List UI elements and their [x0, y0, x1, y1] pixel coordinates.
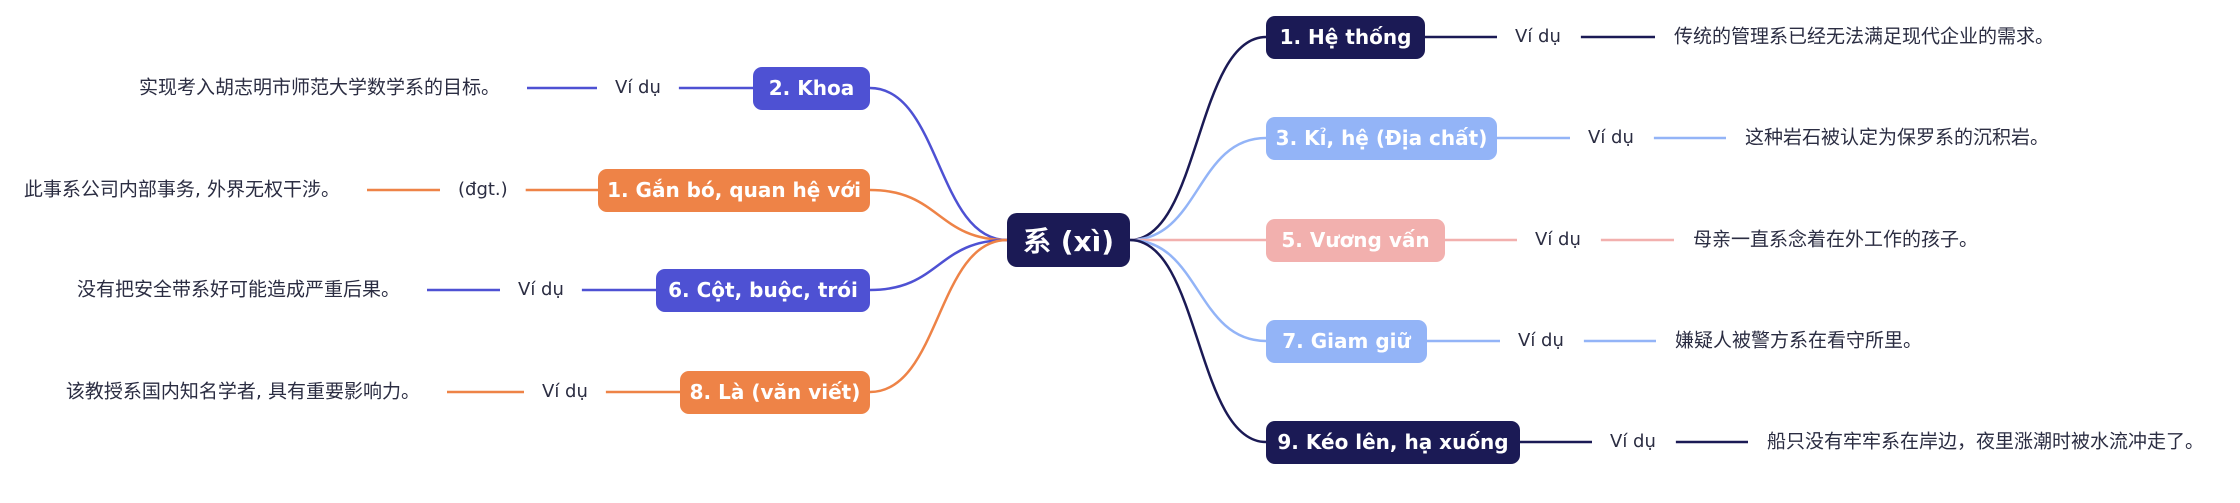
branch-node-khoa[interactable]: 2. Khoa [753, 66, 870, 110]
connector-label: (đgt.) [458, 179, 508, 200]
branch-link [1129, 238, 1267, 444]
example-text[interactable]: 船只没有牢牢系在岸边，夜里涨潮时被水流冲走了。 [1767, 430, 2205, 453]
connector-label: Ví dụ [1518, 330, 1564, 351]
example-text[interactable]: 嫌疑人被警方系在看守所里。 [1675, 329, 1923, 352]
branch-node-la[interactable]: 8. Là (văn viết) [680, 370, 870, 414]
branch-link [869, 86, 1008, 242]
connector-label: Ví dụ [1610, 431, 1656, 452]
connector-label: Ví dụ [518, 279, 564, 300]
example-text[interactable]: 这种岩石被认定为保罗系的沉积岩。 [1745, 126, 2050, 149]
branch-link [1129, 136, 1267, 242]
example-text[interactable]: 实现考入胡志明市师范大学数学系的目标。 [138, 76, 500, 99]
branch-node-vuong-van[interactable]: 5. Vương vấn [1266, 218, 1445, 262]
branch-node-giam-giu[interactable]: 7. Giam giữ [1266, 319, 1427, 363]
branch-link [1129, 35, 1267, 242]
example-text[interactable]: 母亲一直系念着在外工作的孩子。 [1693, 228, 1979, 251]
branch-link [869, 238, 1008, 292]
branch-node-ki-he[interactable]: 3. Kỉ, hệ (Địa chất) [1266, 116, 1497, 160]
connector-label: Ví dụ [1515, 26, 1561, 47]
example-text[interactable]: 没有把安全带系好可能造成严重后果。 [76, 278, 400, 301]
connector-label: Ví dụ [1588, 127, 1634, 148]
root-node[interactable]: 系 (xì) [1007, 213, 1130, 267]
connector-label: Ví dụ [1535, 229, 1581, 250]
connector-label: Ví dụ [615, 77, 661, 98]
branch-node-keo-len[interactable]: 9. Kéo lên, hạ xuống [1266, 420, 1520, 464]
branch-link [869, 188, 1008, 242]
branch-node-gan-bo[interactable]: 1. Gắn bó, quan hệ với [598, 168, 870, 212]
example-text[interactable]: 该教授系国内知名学者, 具有重要影响力。 [65, 380, 420, 403]
branch-link [1129, 238, 1267, 343]
connector-label: Ví dụ [542, 381, 588, 402]
branch-link [869, 238, 1008, 394]
branch-node-he-thong[interactable]: 1. Hệ thống [1266, 15, 1425, 59]
example-text[interactable]: 此事系公司内部事务, 外界无权干涉。 [23, 178, 340, 201]
branch-node-cot-buoc[interactable]: 6. Cột, buộc, trói [656, 268, 870, 312]
example-text[interactable]: 传统的管理系已经无法满足现代企业的需求。 [1674, 25, 2055, 48]
